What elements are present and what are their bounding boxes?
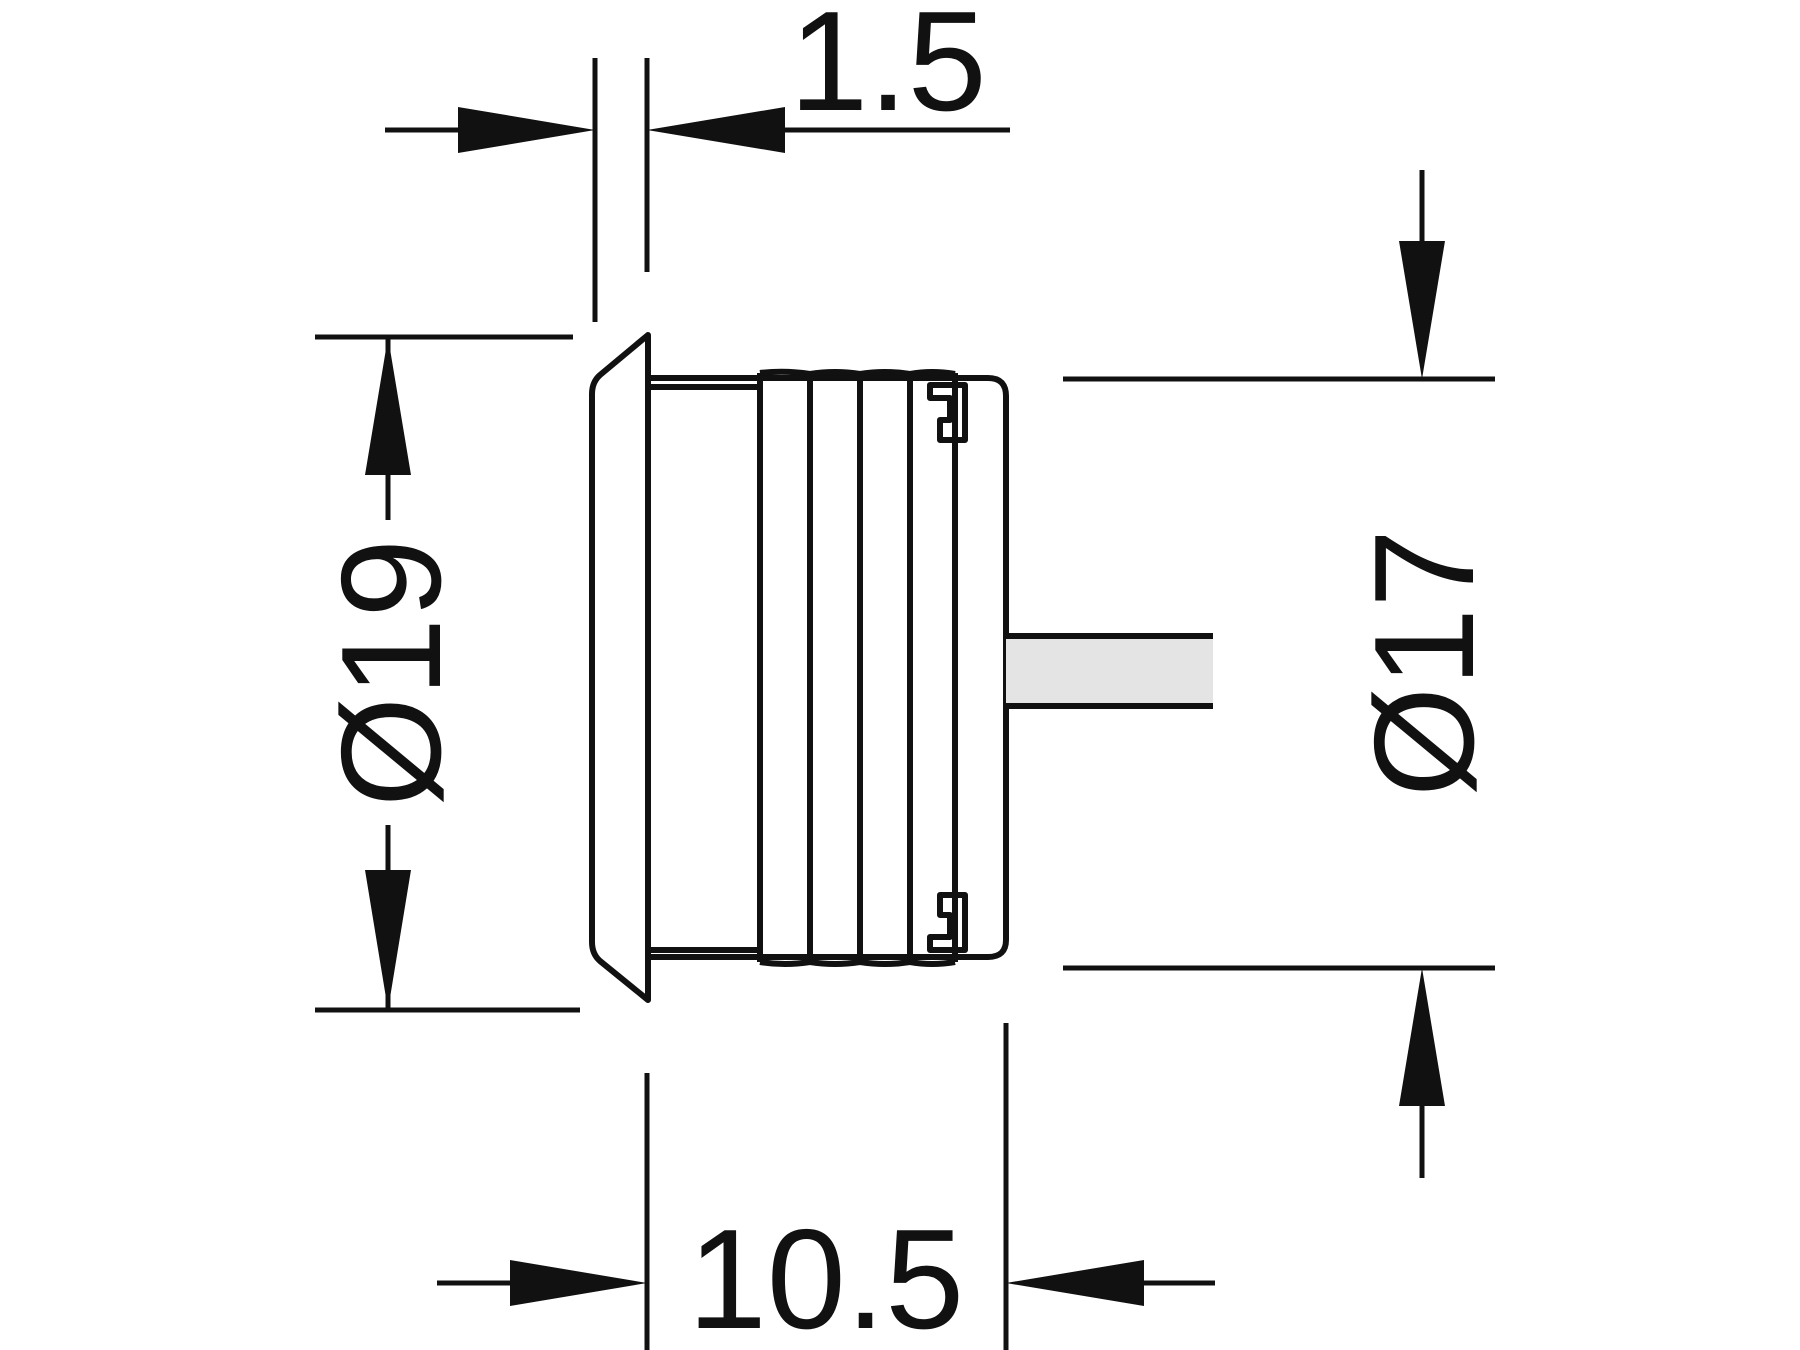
rib-bottom: [859, 959, 911, 967]
rib-top: [909, 369, 956, 377]
arrowhead: [1399, 968, 1445, 1106]
latch-bottom: [927, 892, 968, 953]
dimension-label-flange-diameter: Ø19: [312, 539, 471, 807]
rib-bottom: [809, 959, 861, 967]
rib-top: [759, 368, 811, 377]
rib-top: [809, 369, 861, 377]
dimension-label-body-length: 10.5: [688, 1200, 964, 1350]
arrowhead: [1006, 1260, 1144, 1306]
dimension-label-body-diameter: Ø17: [1345, 529, 1504, 797]
arrowhead: [365, 337, 411, 475]
ribs: [757, 368, 958, 967]
flange: [589, 332, 651, 1003]
dimension-label-flange-thickness: 1.5: [789, 0, 986, 141]
arrowhead: [647, 107, 785, 153]
arrowhead: [365, 870, 411, 1010]
latch-top: [927, 382, 968, 443]
arrowhead: [1399, 241, 1445, 379]
rib-bottom: [909, 959, 956, 967]
dimension-body-length: 10.5: [437, 1023, 1215, 1350]
dimension-flange-diameter: Ø19: [312, 334, 580, 1013]
rib-bottom: [759, 959, 811, 967]
arrowhead: [458, 107, 595, 153]
cable: [1006, 636, 1213, 706]
arrowhead: [510, 1260, 647, 1306]
part-outline: [589, 332, 1213, 1003]
rib-top: [859, 369, 911, 377]
dimension-flange-thickness: 1.5: [385, 0, 1010, 322]
dimension-body-diameter: Ø17: [1063, 170, 1504, 1178]
